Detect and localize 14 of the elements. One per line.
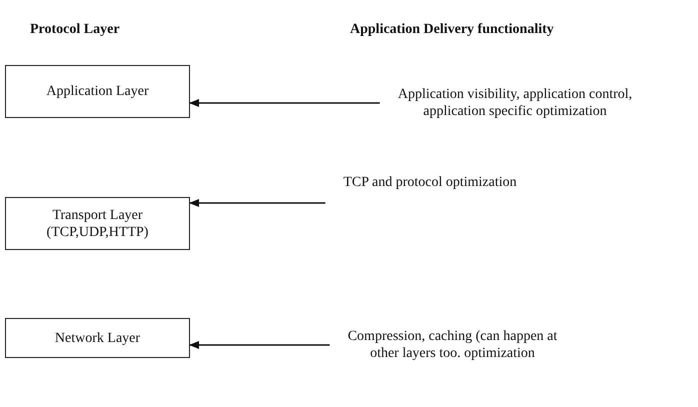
column-heading: Application Delivery functionality — [350, 22, 554, 38]
arrow — [189, 199, 326, 207]
layer-box — [5, 318, 190, 358]
arrow — [189, 341, 330, 349]
layer-box — [5, 65, 190, 118]
layer-name: Application Layer — [46, 83, 149, 100]
layer-name: Transport Layer (TCP,UDP,HTTP) — [46, 206, 150, 240]
arrow — [189, 99, 380, 107]
layer-name: Network Layer — [54, 330, 140, 346]
layer-box — [5, 197, 190, 250]
functionality-text: Application visibility, application control, application specific optimization — [395, 86, 635, 120]
column-heading: Protocol Layer — [30, 22, 120, 38]
functionality-text: Compression, caching (can happen at other layers too. optimization — [345, 328, 560, 362]
functionality-text: TCP and protocol optimization — [320, 174, 540, 191]
